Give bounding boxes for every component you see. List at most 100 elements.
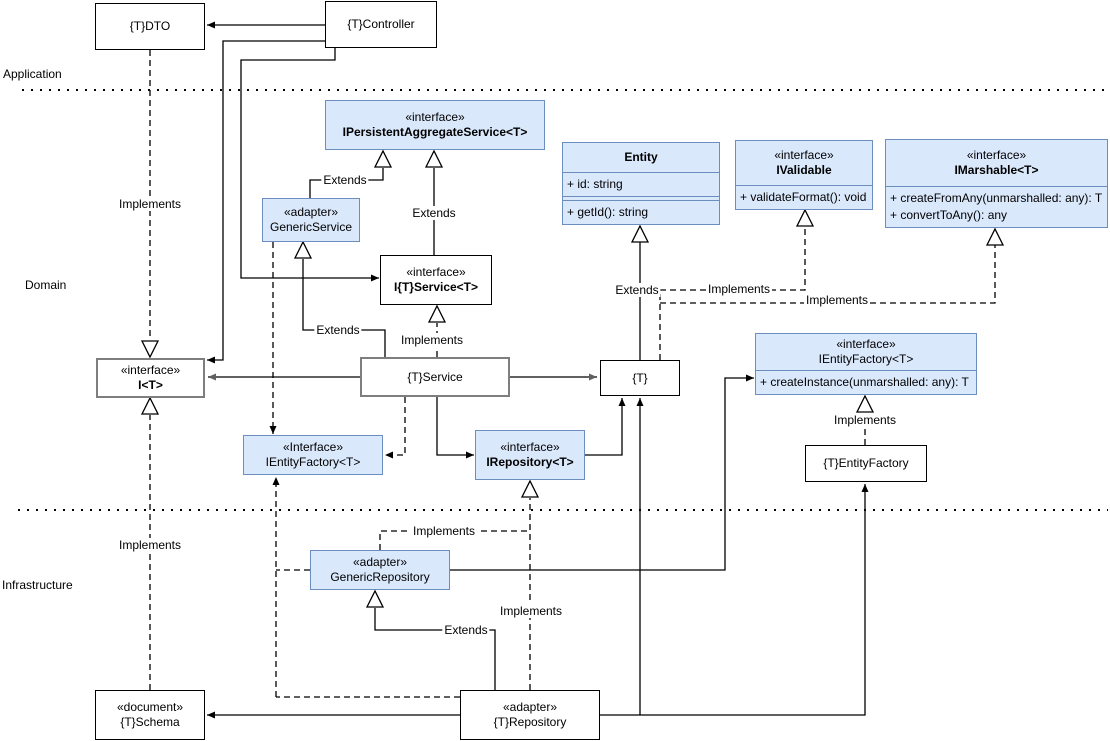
class-name-label: GenericService [269, 220, 353, 234]
class-title-compartment: «adapter»GenericService [263, 199, 359, 241]
members-compartment: + id: string [563, 172, 719, 196]
class-title-compartment: {T}Service [362, 359, 508, 395]
stereotype-label: «document» [116, 700, 184, 714]
class-title-compartment: «adapter»GenericRepository [311, 551, 449, 589]
class-title-compartment: «interface»IRepository<T> [476, 431, 584, 479]
class-name-label: {T}EntityFactory [823, 456, 909, 470]
stereotype-label: «interface» [406, 265, 466, 279]
association-edges [207, 21, 869, 719]
class-title-compartment: «interface»IMarshable<T> [886, 140, 1107, 186]
node-t[interactable]: {T} [600, 360, 680, 396]
node-t-entityfactory[interactable]: {T}EntityFactory [805, 445, 927, 482]
stereotype-label: «adapter» [352, 555, 408, 569]
class-name-label: Entity [624, 150, 658, 164]
compartment-divider [563, 196, 719, 200]
node-entity[interactable]: Entity+ id: string + getId(): string [562, 142, 720, 225]
stereotype-label: «interface» [966, 148, 1027, 162]
class-name-label: IPersistentAggregateService<T> [342, 125, 528, 139]
class-title-compartment: Entity [563, 143, 719, 172]
node-ipersistent-aggregate-service[interactable]: «interface»IPersistentAggregateService<T… [325, 100, 545, 150]
stereotype-label: «Interface» [282, 440, 344, 454]
stereotype-label: «adapter» [502, 700, 558, 714]
node-ientityfactory-left[interactable]: «Interface»IEntityFactory<T> [243, 435, 383, 475]
class-title-compartment: «interface»IValidable [736, 141, 872, 185]
class-title-compartment: «interface»I<T> [98, 360, 203, 396]
class-name-label: I{T}Service<T> [393, 280, 479, 294]
stereotype-label: «interface» [836, 337, 896, 351]
class-title-compartment: «interface»IPersistentAggregateService<T… [326, 101, 544, 149]
edge-label-implements: Implements [497, 604, 565, 618]
class-name-label: {T}Controller [347, 17, 415, 31]
node-irepository[interactable]: «interface»IRepository<T> [475, 430, 585, 480]
member-label: + validateFormat(): void [740, 190, 867, 204]
class-title-compartment: «interface»I{T}Service<T> [381, 256, 491, 304]
edge-label-implements: Implements [803, 293, 871, 307]
class-title-compartment: {T}EntityFactory [806, 446, 926, 481]
edge-label-implements: Implements [398, 333, 466, 347]
stereotype-label: «adapter» [283, 205, 339, 219]
node-generic-repository[interactable]: «adapter»GenericRepository [310, 550, 450, 590]
node-ientityfactory-interface[interactable]: «interface»IEntityFactory<T> + createInst… [755, 333, 977, 395]
class-name-label: {T}DTO [129, 19, 171, 33]
class-name-label: {T}Schema [120, 715, 180, 729]
class-title-compartment: {T}Controller [326, 2, 436, 47]
class-name-label: {T} [632, 370, 648, 385]
class-title-compartment: {T} [601, 361, 679, 395]
generalization-triangles [140, 149, 1005, 608]
member-label: + createInstance(unmarshalled: any): T [760, 375, 969, 389]
node-t-repository[interactable]: «adapter»{T}Repository [460, 690, 600, 740]
edge-label-extends: Extends [314, 323, 362, 337]
lane-label-domain: Domain [25, 278, 67, 292]
stereotype-label: «interface» [120, 363, 181, 377]
class-name-label: I<T> [138, 378, 163, 392]
class-name-label: GenericRepository [330, 570, 430, 584]
node-i-t[interactable]: «interface»I<T> [96, 358, 205, 398]
edge-label-implements: Implements [705, 282, 773, 296]
edge-label-extends: Extends [321, 173, 369, 187]
class-name-label: IValidable [776, 163, 832, 177]
node-imarshable[interactable]: «interface»IMarshable<T>+ createFromAny(… [885, 139, 1108, 228]
node-ivalidable[interactable]: «interface»IValidable + validateFormat():… [735, 140, 873, 210]
member-label: + convertToAny(): any [890, 208, 1008, 222]
class-title-compartment: «document»{T}Schema [96, 691, 204, 739]
stereotype-label: «interface» [405, 110, 465, 124]
edge-label-extends: Extends [410, 206, 458, 220]
extends-edges [302, 168, 641, 690]
node-i-t-service[interactable]: «interface»I{T}Service<T> [380, 255, 492, 305]
node-generic-service[interactable]: «adapter»GenericService [262, 198, 360, 242]
edge-label-implements: Implements [831, 413, 899, 427]
lane-label-application: Application [3, 67, 62, 81]
members-compartment: + createInstance(unmarshalled: any): T [756, 370, 976, 394]
class-name-label: IEntityFactory<T> [265, 455, 361, 469]
stereotype-label: «interface» [774, 148, 834, 162]
members-compartment: + validateFormat(): void [736, 185, 872, 209]
edge-label-implements: Implements [116, 538, 184, 552]
edge-label-extends: Extends [613, 283, 661, 297]
node-dto[interactable]: {T}DTO [95, 3, 205, 50]
class-title-compartment: «adapter»{T}Repository [461, 691, 599, 739]
lane-separators [18, 89, 1108, 511]
edge-label-implements: Implements [410, 524, 478, 538]
node-controller[interactable]: {T}Controller [325, 1, 437, 48]
lane-label-infrastructure: Infrastructure [2, 578, 73, 592]
class-name-label: {T}Repository [493, 715, 567, 729]
class-name-label: IEntityFactory<T> [818, 352, 914, 366]
class-title-compartment: «interface»IEntityFactory<T> [756, 334, 976, 370]
member-label: + id: string [567, 177, 623, 191]
members-compartment: + getId(): string [563, 200, 719, 224]
class-title-compartment: «Interface»IEntityFactory<T> [244, 436, 382, 474]
class-name-label: IRepository<T> [486, 455, 574, 469]
class-name-label: IMarshable<T> [954, 163, 1039, 177]
members-compartment: + createFromAny(unmarshalled: any): T + c… [886, 186, 1107, 227]
edge-label-extends: Extends [442, 623, 490, 637]
class-name-label: {T}Service [407, 369, 463, 384]
node-t-schema[interactable]: «document»{T}Schema [95, 690, 205, 740]
stereotype-label: «interface» [500, 440, 560, 454]
dependency-edges [269, 242, 460, 698]
node-t-service[interactable]: {T}Service [360, 357, 510, 397]
edge-label-implements: Implements [116, 197, 184, 211]
class-title-compartment: {T}DTO [96, 4, 204, 49]
member-label: + createFromAny(unmarshalled: any): T [890, 191, 1103, 205]
